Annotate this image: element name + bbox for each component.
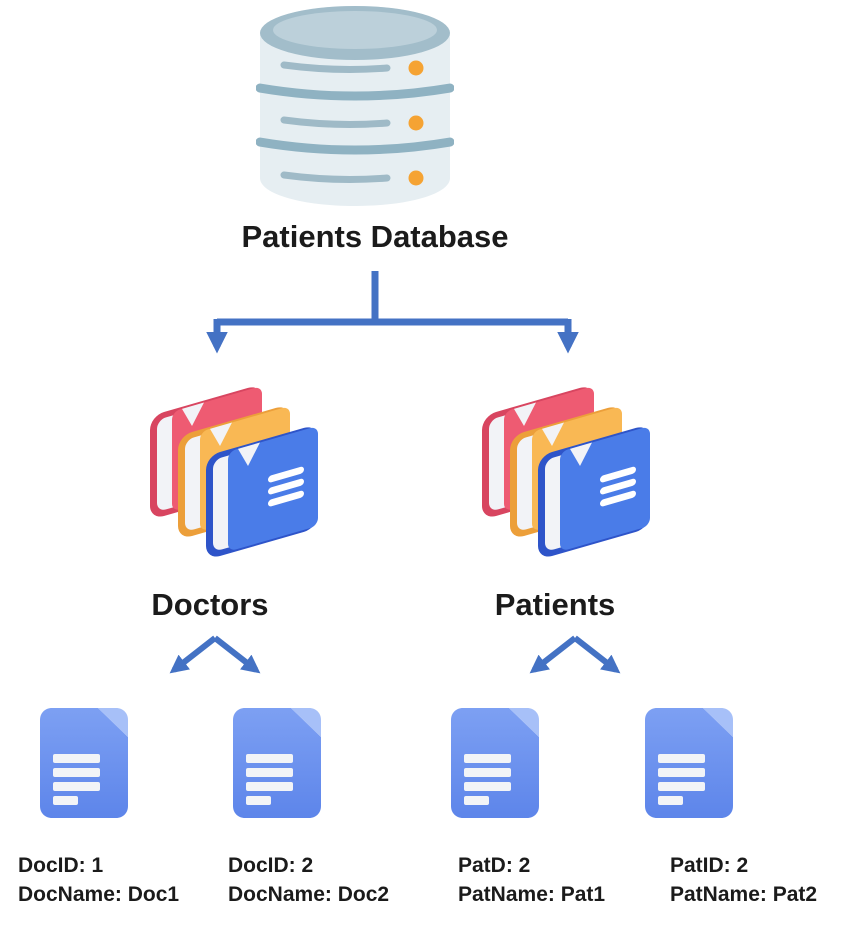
database-led-dot bbox=[408, 170, 424, 186]
branch-arrow-right bbox=[213, 635, 261, 674]
doc-name-line: PatName: Pat1 bbox=[458, 883, 606, 906]
branch-arrow-left bbox=[529, 635, 577, 674]
page-fold bbox=[291, 708, 321, 737]
doc-id-line: DocID: 1 bbox=[18, 854, 104, 877]
database-stripe bbox=[280, 171, 391, 183]
folder-blue bbox=[538, 427, 650, 557]
document-icon-doc1 bbox=[40, 708, 128, 818]
page-fold bbox=[98, 708, 128, 737]
folder-stack-icon-patients bbox=[482, 387, 650, 557]
database-icon bbox=[256, 6, 454, 206]
folder-stack-icon-doctors bbox=[150, 387, 318, 557]
document-icon-doc2 bbox=[233, 708, 321, 818]
page-fold bbox=[703, 708, 733, 737]
branch-arrow-left bbox=[169, 635, 217, 674]
doc-id-line: PatID: 2 bbox=[670, 854, 749, 877]
document-icon-pat1 bbox=[451, 708, 539, 818]
database-led-dot bbox=[408, 60, 424, 76]
database-led-dot bbox=[408, 115, 424, 131]
doc-name-line: DocName: Doc1 bbox=[18, 883, 180, 906]
page-fold bbox=[509, 708, 539, 737]
database-separator bbox=[256, 83, 454, 101]
group-label-doctors: Doctors bbox=[151, 587, 269, 622]
doc-name-line: PatName: Pat2 bbox=[670, 883, 818, 906]
document-label-doc2: DocID: 2 DocName: Doc2 bbox=[228, 851, 433, 909]
split-arrows-patients bbox=[529, 635, 621, 674]
doc-name-line: DocName: Doc2 bbox=[228, 883, 390, 906]
database-stripe bbox=[280, 61, 391, 73]
database-title: Patients Database bbox=[241, 219, 509, 254]
doc-id-line: PatD: 2 bbox=[458, 854, 531, 877]
database-separator bbox=[256, 137, 454, 155]
document-label-doc1: DocID: 1 DocName: Doc1 bbox=[18, 851, 223, 909]
document-label-pat2: PatID: 2 PatName: Pat2 bbox=[670, 851, 856, 909]
branch-arrow-right bbox=[573, 635, 621, 674]
database-stripe bbox=[280, 116, 391, 128]
document-icon-pat2 bbox=[645, 708, 733, 818]
tree-connector bbox=[206, 271, 579, 354]
split-arrows-doctors bbox=[169, 635, 261, 674]
folder-blue bbox=[206, 427, 318, 557]
group-label-patients: Patients bbox=[494, 587, 616, 622]
doc-id-line: DocID: 2 bbox=[228, 854, 314, 877]
document-label-pat1: PatD: 2 PatName: Pat1 bbox=[458, 851, 663, 909]
database-top-highlight bbox=[273, 11, 437, 49]
